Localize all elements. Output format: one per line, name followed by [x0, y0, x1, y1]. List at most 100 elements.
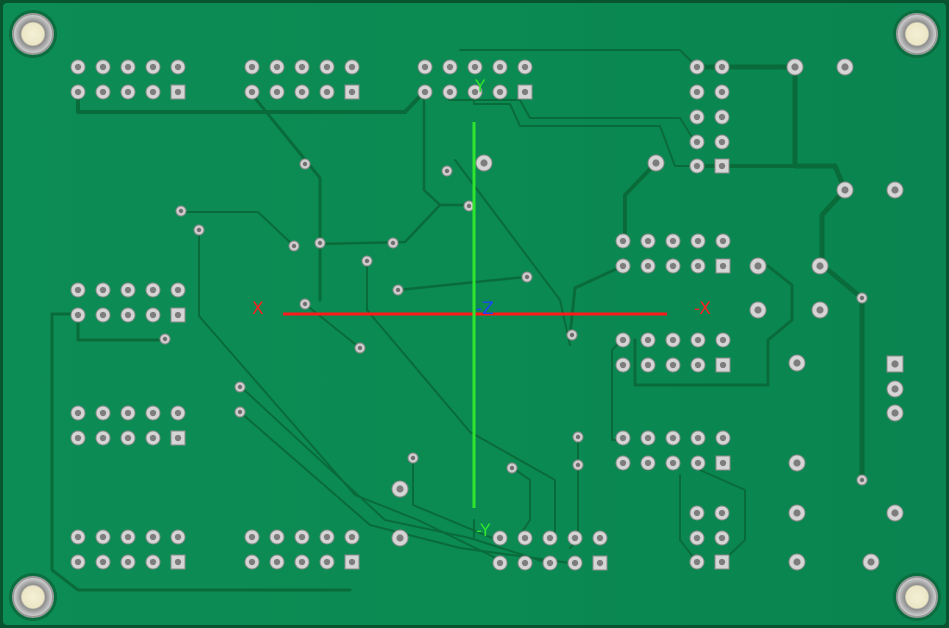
via — [299, 298, 311, 310]
trace — [633, 264, 794, 387]
round-pad-icon — [640, 430, 656, 446]
pad-layer — [70, 58, 904, 571]
round-pad-icon — [442, 59, 458, 75]
round-pad-icon — [689, 84, 705, 100]
round-pad-icon — [70, 430, 86, 446]
square-pad-icon — [344, 554, 360, 570]
round-pad-icon — [319, 529, 335, 545]
trace — [679, 474, 698, 563]
round-pad-icon — [690, 332, 706, 348]
round-pad-icon — [886, 380, 904, 398]
via — [856, 474, 868, 486]
trace — [239, 385, 549, 564]
round-pad-icon — [170, 529, 186, 545]
round-pad-icon — [665, 332, 681, 348]
round-pad-icon — [269, 84, 285, 100]
round-pad-icon — [665, 357, 681, 373]
round-pad-icon — [95, 430, 111, 446]
round-pad-icon — [647, 154, 665, 172]
trace — [412, 457, 498, 541]
via — [314, 237, 326, 249]
round-pad-icon — [467, 59, 483, 75]
round-pad-icon — [542, 530, 558, 546]
round-pad-icon — [145, 307, 161, 323]
round-pad-icon — [542, 555, 558, 571]
round-pad-icon — [665, 233, 681, 249]
trace — [50, 312, 352, 592]
trace — [459, 49, 698, 68]
round-pad-icon — [714, 530, 730, 546]
x-neg-axis-label: -X — [694, 299, 711, 319]
via — [856, 292, 868, 304]
round-pad-icon — [640, 357, 656, 373]
square-pad-icon — [344, 84, 360, 100]
round-pad-icon — [715, 233, 731, 249]
square-pad-icon — [170, 84, 186, 100]
round-pad-icon — [689, 530, 705, 546]
via — [193, 224, 205, 236]
via — [387, 237, 399, 249]
round-pad-icon — [690, 357, 706, 373]
round-pad-icon — [95, 529, 111, 545]
round-pad-icon — [492, 59, 508, 75]
round-pad-icon — [475, 154, 493, 172]
trace — [304, 303, 361, 349]
via — [175, 205, 187, 217]
round-pad-icon — [690, 233, 706, 249]
round-pad-icon — [170, 405, 186, 421]
round-pad-icon — [836, 181, 854, 199]
round-pad-icon — [689, 109, 705, 125]
round-pad-icon — [690, 430, 706, 446]
round-pad-icon — [714, 59, 730, 75]
round-pad-icon — [120, 430, 136, 446]
round-pad-icon — [319, 554, 335, 570]
round-pad-icon — [95, 84, 111, 100]
round-pad-icon — [690, 455, 706, 471]
via — [234, 381, 246, 393]
round-pad-icon — [715, 332, 731, 348]
round-pad-icon — [811, 257, 829, 275]
round-pad-icon — [567, 555, 583, 571]
round-pad-icon — [640, 332, 656, 348]
round-pad-icon — [120, 282, 136, 298]
mounting-hole-icon — [893, 10, 941, 58]
round-pad-icon — [145, 282, 161, 298]
square-pad-icon — [714, 554, 730, 570]
trace — [248, 90, 322, 302]
round-pad-icon — [70, 282, 86, 298]
round-pad-icon — [95, 282, 111, 298]
round-pad-icon — [170, 282, 186, 298]
round-pad-icon — [836, 58, 854, 76]
round-pad-icon — [120, 554, 136, 570]
round-pad-icon — [665, 455, 681, 471]
round-pad-icon — [749, 301, 767, 319]
round-pad-icon — [714, 505, 730, 521]
round-pad-icon — [319, 59, 335, 75]
round-pad-icon — [145, 84, 161, 100]
round-pad-icon — [640, 258, 656, 274]
y-axis-label: Y — [474, 77, 486, 97]
square-pad-icon — [715, 258, 731, 274]
round-pad-icon — [886, 504, 904, 522]
round-pad-icon — [145, 59, 161, 75]
trace — [422, 90, 472, 207]
round-pad-icon — [294, 84, 310, 100]
via — [521, 271, 533, 283]
trace — [179, 211, 295, 247]
via — [288, 240, 300, 252]
round-pad-icon — [714, 84, 730, 100]
round-pad-icon — [70, 59, 86, 75]
round-pad-icon — [786, 58, 804, 76]
round-pad-icon — [70, 529, 86, 545]
round-pad-icon — [319, 84, 335, 100]
round-pad-icon — [615, 233, 631, 249]
trace — [699, 469, 746, 563]
round-pad-icon — [492, 530, 508, 546]
mounting-hole-icon — [893, 573, 941, 621]
round-pad-icon — [749, 257, 767, 275]
round-pad-icon — [788, 504, 806, 522]
via — [392, 284, 404, 296]
round-pad-icon — [344, 529, 360, 545]
